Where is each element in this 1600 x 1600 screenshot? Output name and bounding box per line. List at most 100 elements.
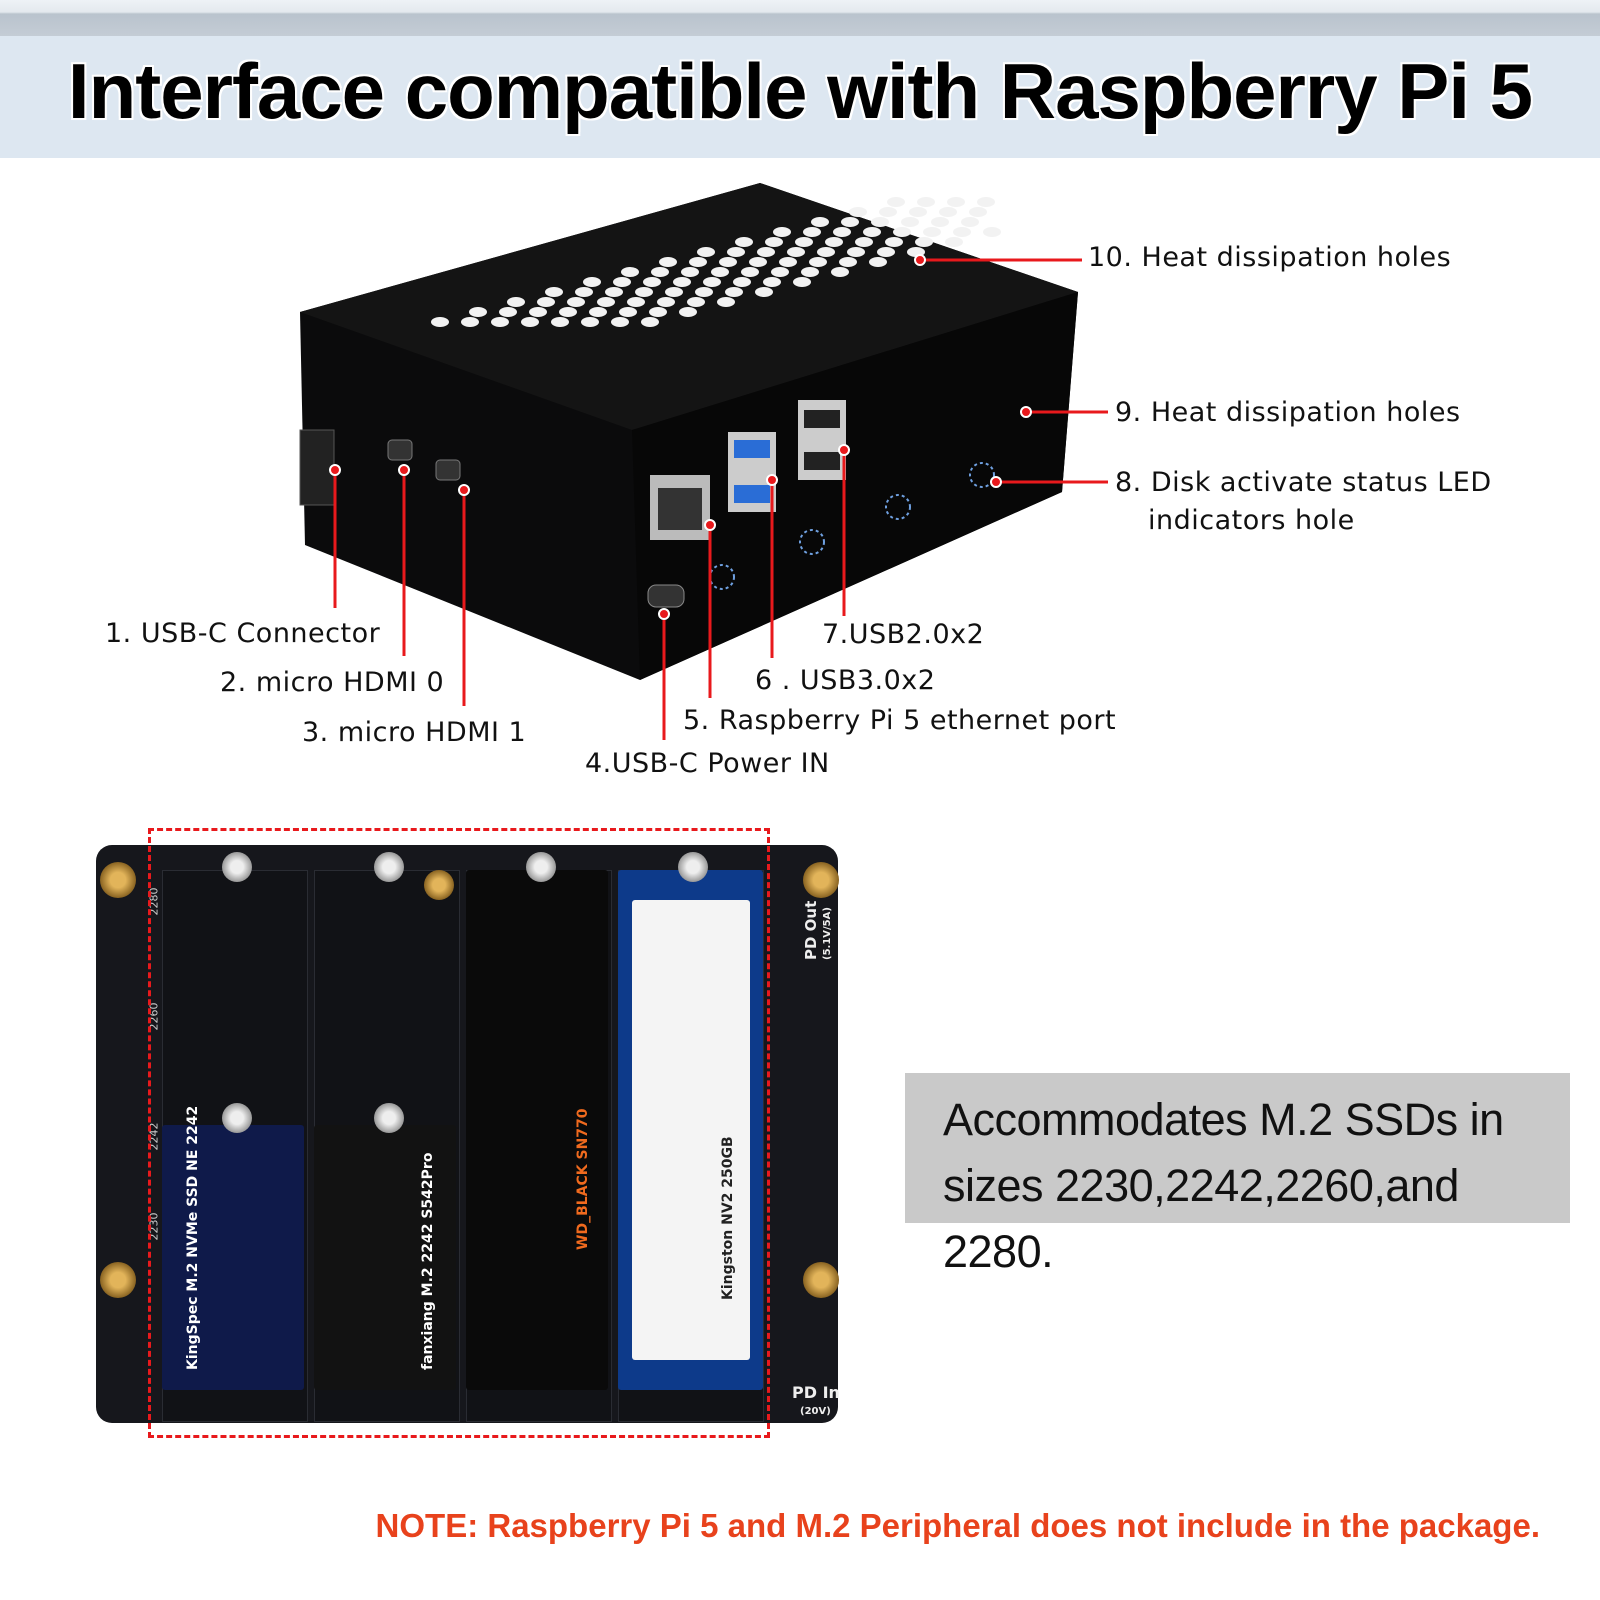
vent-hole <box>839 257 857 267</box>
vent-hole <box>871 217 889 227</box>
vent-hole <box>627 297 645 307</box>
pd-out-spec: (5.1V/5A) <box>822 907 833 960</box>
vent-hole <box>679 307 697 317</box>
vent-hole <box>809 257 827 267</box>
screw <box>222 852 252 882</box>
brass-standoff <box>424 870 454 900</box>
vent-hole <box>909 207 927 217</box>
vent-hole <box>611 317 629 327</box>
vent-hole <box>711 267 729 277</box>
vent-hole <box>545 287 563 297</box>
vent-hole <box>597 297 615 307</box>
vent-hole <box>755 287 773 297</box>
vent-hole <box>893 227 911 237</box>
vent-hole <box>651 267 669 277</box>
vent-hole <box>953 227 971 237</box>
vent-hole <box>931 217 949 227</box>
vent-hole <box>961 217 979 227</box>
screw <box>678 852 708 882</box>
vent-hole <box>641 317 659 327</box>
screw <box>374 1103 404 1133</box>
vent-hole <box>469 307 487 317</box>
pd-in-label: PD In <box>792 1383 840 1402</box>
vent-hole <box>877 247 895 257</box>
vent-hole <box>649 307 667 317</box>
vent-hole <box>717 297 735 307</box>
vent-hole <box>825 237 843 247</box>
vent-hole <box>917 197 935 207</box>
callout-usb-c-power-in: 4.USB-C Power IN <box>585 748 830 779</box>
vent-hole <box>983 227 1001 237</box>
case-illustration <box>299 183 1108 740</box>
callout-ethernet-port: 5. Raspberry Pi 5 ethernet port <box>683 705 1117 736</box>
ssd-fanxiang <box>314 1125 456 1390</box>
vent-hole <box>793 277 811 287</box>
ssd-wd-black <box>466 870 608 1390</box>
vent-hole <box>727 247 745 257</box>
vent-hole <box>869 257 887 267</box>
vent-hole <box>773 227 791 237</box>
vent-hole <box>841 217 859 227</box>
case-top <box>300 183 1078 430</box>
info-box: Accommodates M.2 SSDs in sizes 2230,2242… <box>905 1073 1570 1277</box>
ssd-label <box>632 900 750 1360</box>
callout-side-heat-holes: 9. Heat dissipation holes <box>1115 397 1461 428</box>
vent-hole <box>771 267 789 277</box>
top-strip <box>0 0 1600 36</box>
pd-in-spec: (20V) <box>800 1406 831 1417</box>
vent-hole <box>795 237 813 247</box>
vent-hole <box>695 287 713 297</box>
header-band <box>0 36 1600 158</box>
screw <box>374 852 404 882</box>
vent-hole <box>613 277 631 287</box>
callout-led-holes-line2: indicators hole <box>1148 505 1355 536</box>
vent-hole <box>581 317 599 327</box>
vent-hole <box>605 287 623 297</box>
vent-hole <box>673 277 691 287</box>
package-note: NOTE: Raspberry Pi 5 and M.2 Peripheral … <box>375 1507 1540 1544</box>
vent-hole <box>757 247 775 257</box>
vent-hole <box>559 307 577 317</box>
vent-hole <box>529 307 547 317</box>
page-title: Interface compatible with Raspberry Pi 5 <box>67 47 1533 135</box>
vent-hole <box>733 277 751 287</box>
vent-hole <box>689 257 707 267</box>
vent-hole <box>735 237 753 247</box>
vent-hole <box>697 247 715 257</box>
vent-hole <box>589 307 607 317</box>
vent-hole <box>945 237 963 247</box>
vent-hole <box>803 227 821 237</box>
vent-hole <box>855 237 873 247</box>
info-line-2: sizes 2230,2242,2260,and 2280. <box>943 1160 1459 1277</box>
vent-hole <box>847 247 865 257</box>
vent-hole <box>939 207 957 217</box>
vent-hole <box>885 237 903 247</box>
vent-hole <box>521 317 539 327</box>
vent-hole <box>763 277 781 287</box>
vent-hole <box>665 287 683 297</box>
vent-hole <box>461 317 479 327</box>
vent-hole <box>719 257 737 267</box>
vent-hole <box>643 277 661 287</box>
vent-hole <box>801 267 819 277</box>
vent-hole <box>811 217 829 227</box>
callout-micro-hdmi-0: 2. micro HDMI 0 <box>220 667 445 698</box>
screw <box>526 852 556 882</box>
ssd-kingspec <box>162 1125 304 1390</box>
vent-hole <box>915 237 933 247</box>
vent-hole <box>977 197 995 207</box>
callout-led-holes: 8. Disk activate status LED <box>1115 467 1492 498</box>
vent-hole <box>947 197 965 207</box>
callout-usb3: 6 . USB3.0x2 <box>755 665 936 696</box>
vent-hole <box>779 257 797 267</box>
vent-hole <box>887 197 905 207</box>
vent-hole <box>659 257 677 267</box>
vent-hole <box>681 267 699 277</box>
vent-hole <box>817 247 835 257</box>
brass-standoff <box>803 1262 839 1298</box>
callout-micro-hdmi-1: 3. micro HDMI 1 <box>302 717 527 748</box>
vent-hole <box>725 287 743 297</box>
vent-hole <box>703 277 721 287</box>
brass-standoff <box>803 862 839 898</box>
vent-hole <box>741 267 759 277</box>
